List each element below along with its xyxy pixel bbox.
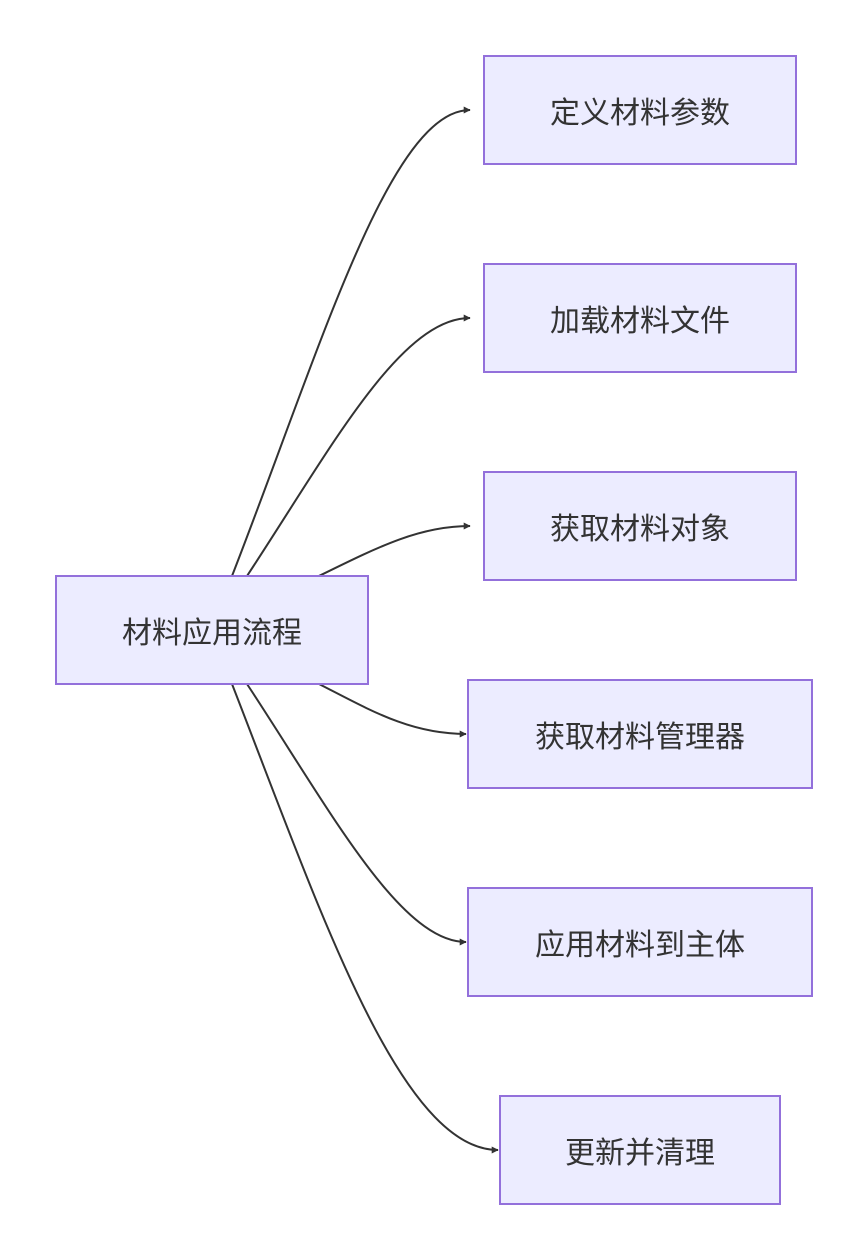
edge-root-to-step4	[318, 683, 467, 738]
step-node-get-object[interactable]: 获取材料对象	[483, 471, 797, 581]
step-node-label: 应用材料到主体	[535, 928, 745, 963]
edge-root-to-step1	[231, 106, 471, 577]
step-node-get-manager[interactable]: 获取材料管理器	[467, 679, 813, 789]
edge-root-to-step2	[246, 314, 471, 577]
root-node[interactable]: 材料应用流程	[55, 575, 369, 685]
step-node-label: 获取材料对象	[550, 512, 730, 547]
step-node-update-cleanup[interactable]: 更新并清理	[499, 1095, 781, 1205]
edge-root-to-step6	[231, 683, 499, 1154]
step-node-label: 加载材料文件	[550, 304, 730, 339]
step-node-label: 定义材料参数	[550, 96, 730, 131]
root-node-label: 材料应用流程	[122, 616, 302, 651]
step-node-label: 更新并清理	[565, 1136, 715, 1171]
edge-root-to-step5	[246, 683, 467, 946]
edge-root-to-step3	[318, 522, 471, 577]
step-node-apply-to-body[interactable]: 应用材料到主体	[467, 887, 813, 997]
step-node-load-file[interactable]: 加载材料文件	[483, 263, 797, 373]
step-node-define-params[interactable]: 定义材料参数	[483, 55, 797, 165]
step-node-label: 获取材料管理器	[535, 720, 745, 755]
